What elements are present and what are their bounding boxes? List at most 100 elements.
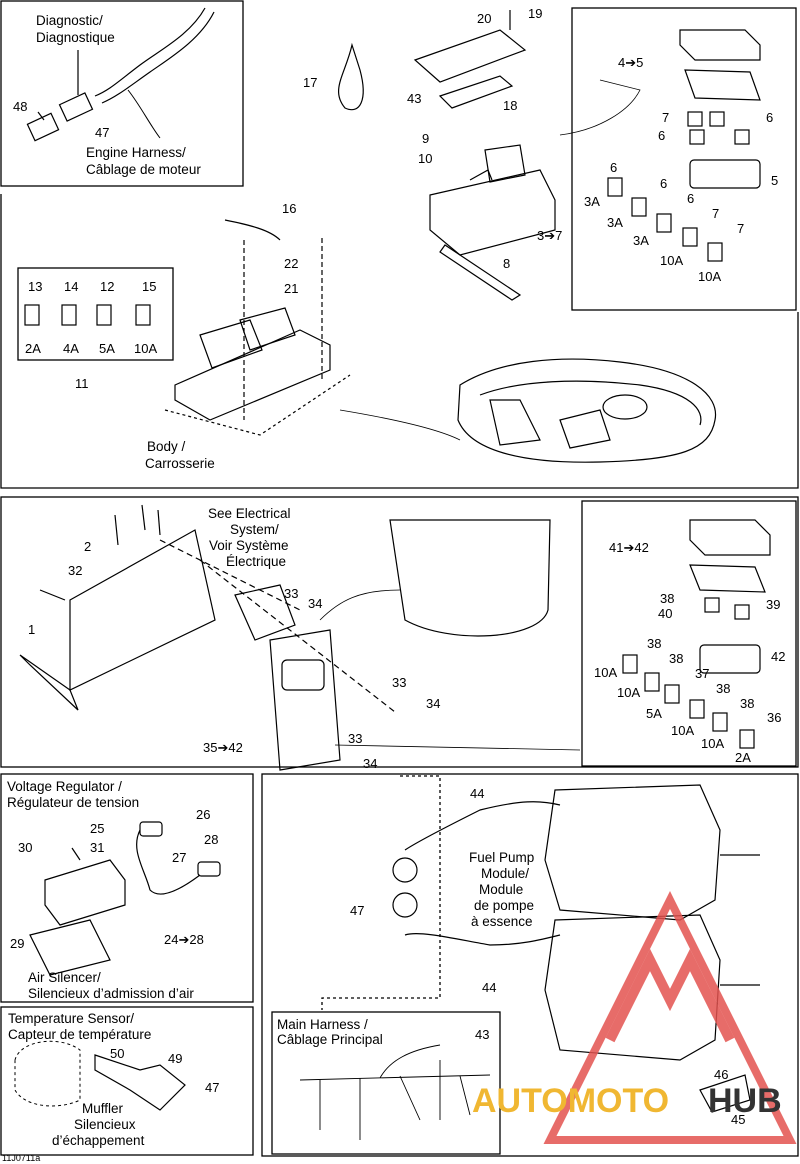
upper-fuse-parts: [607, 29, 761, 262]
part-38d: 38: [716, 681, 730, 696]
part-48: 48: [13, 99, 27, 114]
part-30: 30: [18, 840, 32, 855]
engine-section-frame: [261, 773, 799, 1157]
part-47-engine: 47: [350, 903, 364, 918]
see-electrical-1: See Electrical: [208, 506, 291, 521]
plate-18: [438, 75, 514, 109]
air-silencer-1: Air Silencer/: [28, 970, 101, 985]
body-label-1: Body /: [147, 439, 186, 454]
part-43: 43: [407, 91, 421, 106]
part-33b: 33: [392, 675, 406, 690]
part-45: 45: [731, 1112, 745, 1127]
bracket-8: [439, 244, 522, 301]
watermark-text-left: AUTOMOTO: [472, 1082, 669, 1120]
rating-10a-2: 10A: [698, 269, 721, 284]
part-34a: 34: [308, 596, 322, 611]
bracket-1: [69, 529, 216, 691]
muffler-1: Muffler: [82, 1101, 124, 1116]
part-39: 39: [766, 597, 780, 612]
upper-main-drawing: [24, 219, 461, 441]
part-34b: 34: [426, 696, 440, 711]
regulator-inset-frame: [0, 773, 254, 1003]
rating-3a-2: 3A: [607, 215, 623, 230]
fuel-pump-5: à essence: [471, 914, 533, 929]
part-7b: 7: [712, 206, 719, 221]
watercraft-hull: [457, 358, 717, 463]
part-47-temp: 47: [205, 1080, 219, 1095]
gasket-29: [29, 919, 111, 976]
part-22: 22: [284, 256, 298, 271]
engine-block-upper: [544, 784, 721, 921]
see-electrical-3: Voir Système: [209, 538, 289, 553]
main-harness-2: Câblage Principal: [277, 1032, 383, 1047]
part-36: 36: [767, 710, 781, 725]
part-7c: 7: [737, 221, 744, 236]
fuse-14-num: 14: [64, 279, 78, 294]
part-29: 29: [10, 936, 24, 951]
part-6d: 6: [660, 176, 667, 191]
part-24-to-28: 24➔28: [164, 932, 204, 947]
main-harness-inset-frame: [271, 1011, 501, 1155]
part-34c: 34: [363, 756, 377, 771]
harness-label-1: Engine Harness/: [86, 145, 186, 160]
diagnostic-title-1: Diagnostic/: [36, 13, 103, 28]
part-33a: 33: [284, 586, 298, 601]
part-33c: 33: [348, 731, 362, 746]
part-31: 31: [90, 840, 104, 855]
rating-10a-l4: 10A: [701, 736, 724, 751]
part-2: 2: [84, 539, 91, 554]
see-electrical-4: Électrique: [226, 554, 286, 569]
figure-code: 11J0711a: [2, 1153, 40, 1163]
upper-section-border: [0, 194, 799, 489]
part-38c: 38: [669, 651, 683, 666]
middle-section-frame: [0, 496, 799, 768]
rating-10a-l2: 10A: [617, 685, 640, 700]
dashed-outline: [321, 775, 441, 1010]
top-parts-drawing: [337, 10, 641, 301]
temp-sensor-inset-frame: [0, 1006, 254, 1156]
rating-2a: 2A: [735, 750, 751, 765]
part-6e: 6: [687, 191, 694, 206]
part-3-to-7: 3➔7: [537, 228, 562, 243]
fuse-box-35: [269, 629, 341, 771]
part-38e: 38: [740, 696, 754, 711]
body-label-2: Carrosserie: [145, 456, 215, 471]
part-18: 18: [503, 98, 517, 113]
rating-10a-1: 10A: [660, 253, 683, 268]
watermark-text-right: HUB: [708, 1082, 782, 1120]
part-43-engine: 43: [475, 1027, 489, 1042]
fuse-holder-11: [174, 329, 331, 421]
part-9: 9: [422, 131, 429, 146]
fuse-13-num: 13: [28, 279, 42, 294]
rating-5a: 5A: [646, 706, 662, 721]
regulator-drawing: [29, 821, 221, 976]
part-44b: 44: [482, 980, 496, 995]
engine-block-lower: [544, 914, 721, 1061]
rating-10a-l3: 10A: [671, 723, 694, 738]
part-38b: 38: [647, 636, 661, 651]
fuel-pump-2: Module/: [481, 866, 529, 881]
engine-bay-view: [389, 519, 551, 637]
watermark-logo: [543, 891, 797, 1144]
cable-tie-17: [337, 42, 364, 111]
fuse-13-rating: 2A: [25, 341, 41, 356]
part-8: 8: [503, 256, 510, 271]
plate-5: [689, 159, 761, 189]
part-25: 25: [90, 821, 104, 836]
part-17: 17: [303, 75, 317, 90]
terminal-block-43: [413, 29, 527, 83]
part-40: 40: [658, 606, 672, 621]
middle-drawing: [19, 504, 581, 771]
fuse-15-rating: 10A: [134, 341, 157, 356]
part-16: 16: [282, 201, 296, 216]
part-41-to-42: 41➔42: [609, 540, 649, 555]
part-19: 19: [528, 6, 542, 21]
part-27: 27: [172, 850, 186, 865]
part-44a: 44: [470, 786, 484, 801]
fuse-12-rating: 5A: [99, 341, 115, 356]
diagnostic-inset-frame: [0, 0, 244, 187]
part-7a: 7: [662, 110, 669, 125]
regulator-24: [44, 859, 126, 926]
muffler-2: Silencieux: [74, 1117, 136, 1132]
